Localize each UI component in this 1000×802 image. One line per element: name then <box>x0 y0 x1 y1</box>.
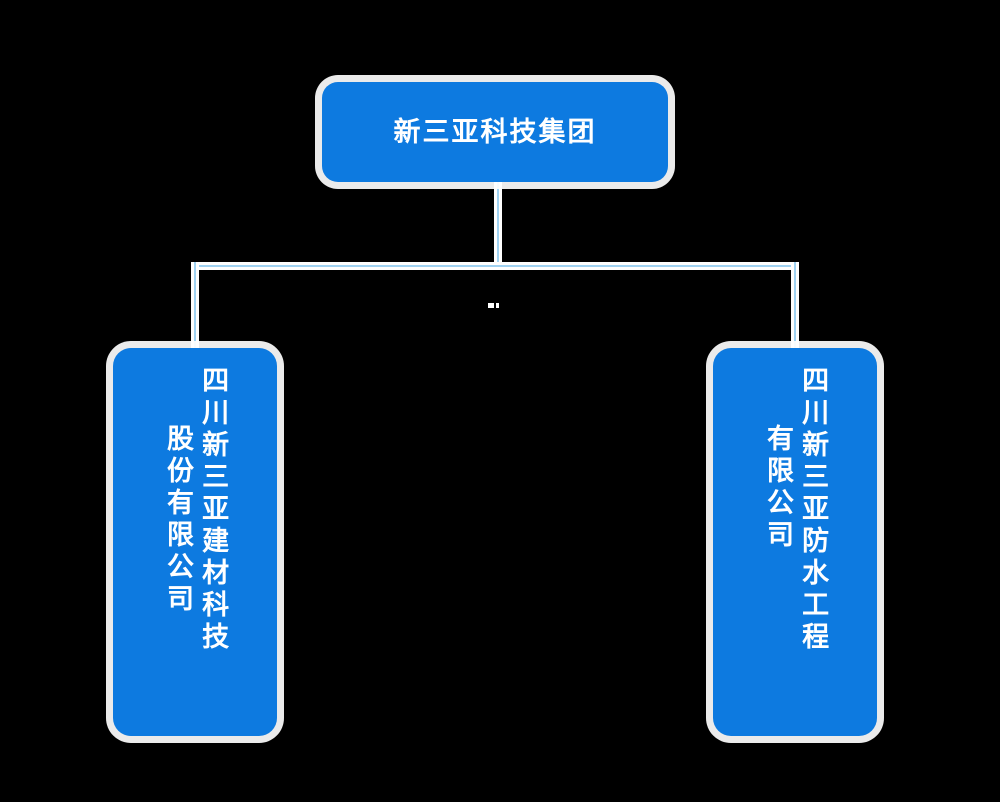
org-node-root[interactable]: 新三亚科技集团 <box>322 82 668 182</box>
org-node-left[interactable]: 四川新三亚建材科技 股份有限公司 <box>113 348 277 736</box>
connector-drop-left <box>191 262 199 354</box>
org-node-left-label-secondary: 股份有限公司 <box>163 424 193 616</box>
connector-horizontal-bus <box>191 262 799 270</box>
org-node-right-label-secondary: 有限公司 <box>763 424 793 552</box>
org-node-left-label-primary: 四川新三亚建材科技 <box>198 366 229 654</box>
connector-root-stem <box>494 182 502 268</box>
connector-drop-right <box>791 262 799 354</box>
org-node-right-label-primary: 四川新三亚防水工程 <box>798 366 829 654</box>
org-node-root-label: 新三亚科技集团 <box>393 116 597 147</box>
center-tick-mark <box>488 303 499 308</box>
org-node-right[interactable]: 四川新三亚防水工程 有限公司 <box>713 348 877 736</box>
